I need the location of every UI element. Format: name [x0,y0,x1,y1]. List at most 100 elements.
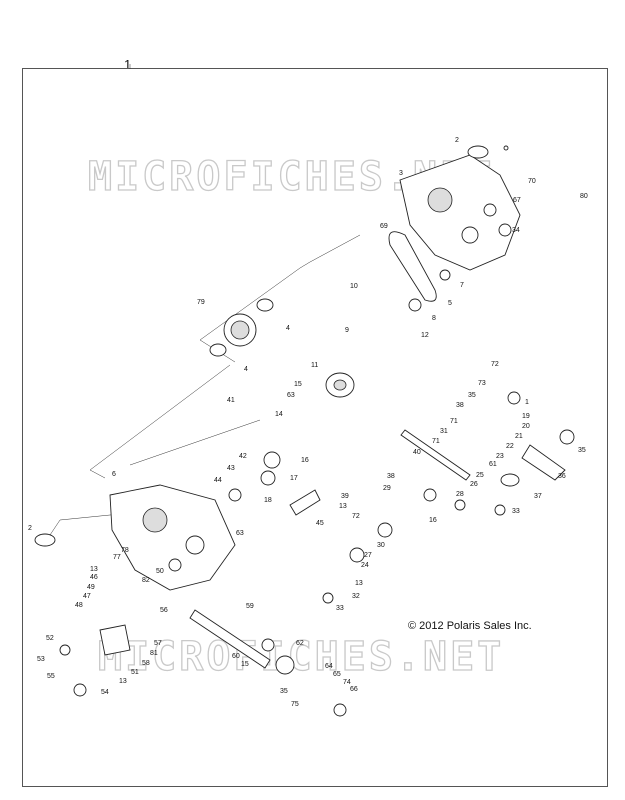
callout-35b: 35 [578,447,586,454]
callout-2a: 2 [455,137,459,144]
callout-15b: 15 [241,661,249,668]
callout-72b: 72 [352,513,360,520]
drive-belt-part [388,231,437,302]
callout-48: 48 [75,602,83,609]
gear-62-part [275,655,295,675]
page-title: 1 [124,57,132,72]
callout-30: 30 [377,542,385,549]
callout-3: 3 [399,170,403,177]
callout-72a: 72 [491,361,499,368]
callout-51: 51 [131,669,139,676]
callout-73: 73 [478,380,486,387]
callout-8: 8 [432,315,436,322]
callout-59: 59 [246,603,254,610]
shaft-40-part [400,429,471,481]
callout-4a: 4 [286,325,290,332]
callout-67: 67 [513,197,521,204]
callout-63: 63 [287,392,295,399]
callout-38b: 38 [387,473,395,480]
callout-50: 50 [156,568,164,575]
callout-69: 69 [380,223,388,230]
callout-13c: 13 [355,580,363,587]
callout-15a: 15 [294,381,302,388]
callout-13b: 13 [90,566,98,573]
callout-64: 64 [325,663,333,670]
callout-46: 46 [90,574,98,581]
gear-27-part [349,547,365,563]
callout-75: 75 [291,701,299,708]
part-18-part [228,488,242,502]
diagram-frame [22,68,608,787]
callout-58: 58 [142,660,150,667]
copyright-notice: © 2012 Polaris Sales Inc. [408,620,532,632]
callout-35c: 35 [280,688,288,695]
seal-2-top-part [467,145,489,159]
callout-40: 40 [413,449,421,456]
callout-13d: 13 [119,678,127,685]
callout-62: 62 [296,640,304,647]
watermark-bottom: MICROFICHES.NET [98,634,504,680]
callout-81: 81 [150,650,158,657]
part-66-part [333,703,347,717]
callout-26: 26 [470,481,478,488]
callout-53: 53 [37,656,45,663]
bearing-60-part [261,638,275,652]
callout-22: 22 [506,443,514,450]
bearing-33-part [322,592,334,604]
callout-78: 78 [121,547,129,554]
callout-43: 43 [227,465,235,472]
callout-70: 70 [528,178,536,185]
bearing-7-part [439,269,451,281]
shaft-59-part [189,609,271,669]
bearing-34-part [498,223,512,237]
part-52-part [59,644,71,656]
gear-28-part [454,499,466,511]
callout-71b: 71 [432,438,440,445]
gear-16-part [263,451,281,469]
callout-35a: 35 [468,392,476,399]
callout-5: 5 [448,300,452,307]
callout-16b: 16 [429,517,437,524]
callout-17: 17 [290,475,298,482]
part-51-part [99,624,131,656]
callout-36: 36 [558,473,566,480]
callout-45: 45 [316,520,324,527]
callout-44: 44 [214,477,222,484]
callout-2b: 2 [28,525,32,532]
callout-4b: 4 [244,366,248,373]
callout-11: 11 [311,362,318,369]
callout-32: 32 [352,593,360,600]
callout-57: 57 [154,640,162,647]
callout-71a: 71 [450,418,458,425]
callout-12: 12 [421,332,429,339]
callout-7: 7 [460,282,464,289]
callout-24: 24 [361,562,369,569]
callout-77: 77 [113,554,121,561]
callout-54: 54 [101,689,109,696]
callout-66: 66 [350,686,358,693]
gear-29-part [423,488,437,502]
bolt-set-80-part [503,145,509,151]
callout-33b: 33 [512,508,520,515]
callout-82: 82 [142,577,150,584]
callout-52: 52 [46,635,54,642]
callout-41: 41 [227,397,235,404]
callout-61: 61 [489,461,497,468]
callout-13a: 13 [339,503,347,510]
callout-19: 19 [522,413,530,420]
callout-1: 1 [525,399,529,406]
callout-labels: 2 3 70 80 67 69 34 7 10 8 5 79 4 9 12 4 … [28,137,588,708]
part-54-part [73,683,87,697]
gear-11-part [325,372,355,398]
callout-33a: 33 [336,605,344,612]
callout-60: 60 [232,653,240,660]
callout-47: 47 [83,593,91,600]
callout-55: 55 [47,673,55,680]
callout-18: 18 [264,497,272,504]
callout-74: 74 [343,679,351,686]
callout-79: 79 [197,299,205,306]
callout-80: 80 [580,193,588,200]
gear-30-part [377,522,393,538]
bearing-33b-part [494,504,506,516]
